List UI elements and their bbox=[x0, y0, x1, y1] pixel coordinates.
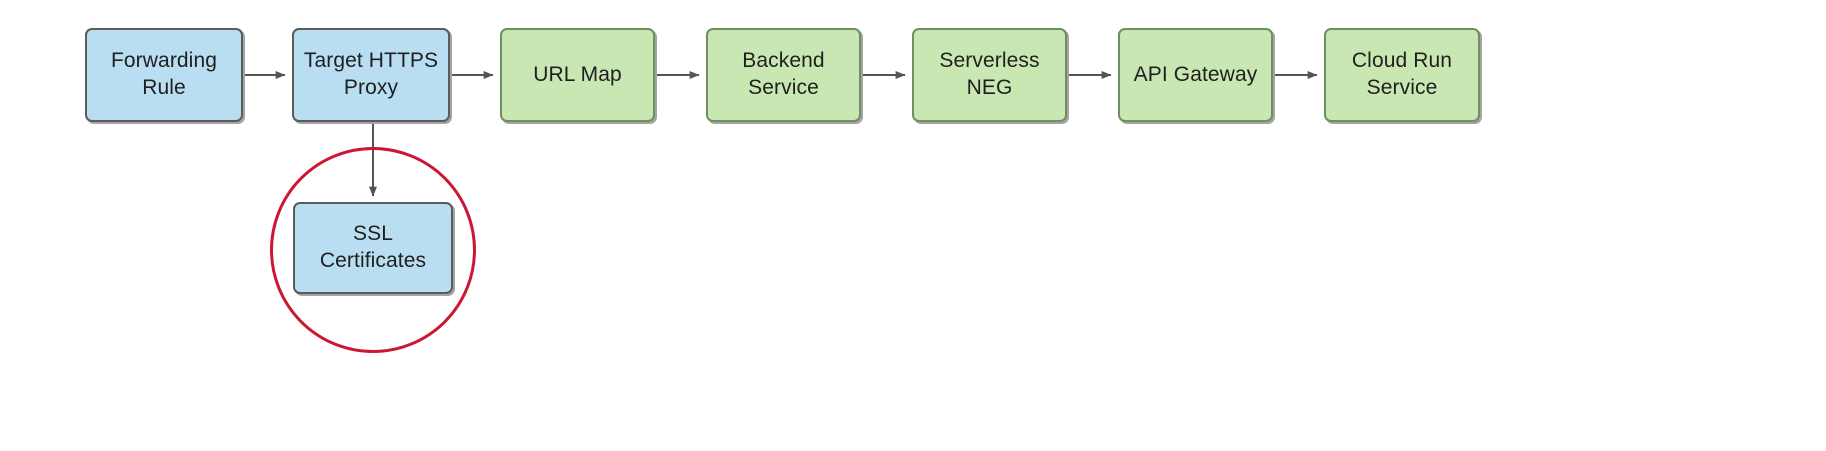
node-ssl-certificates[interactable]: SSL Certificates bbox=[293, 202, 453, 294]
node-label-forwarding-rule: Forwarding Rule bbox=[110, 49, 218, 99]
node-label-serverless-neg: Serverless NEG bbox=[939, 49, 1040, 99]
node-cloud-run-service[interactable]: Cloud Run Service bbox=[1324, 28, 1480, 122]
node-label-backend-service: Backend Service bbox=[742, 49, 825, 99]
node-label-cloud-run-service: Cloud Run Service bbox=[1351, 49, 1453, 99]
node-forwarding-rule[interactable]: Forwarding Rule bbox=[85, 28, 243, 122]
node-url-map[interactable]: URL Map bbox=[500, 28, 655, 122]
node-target-https-proxy[interactable]: Target HTTPS Proxy bbox=[292, 28, 450, 122]
node-backend-service[interactable]: Backend Service bbox=[706, 28, 861, 122]
node-api-gateway[interactable]: API Gateway bbox=[1118, 28, 1273, 122]
node-label-api-gateway: API Gateway bbox=[1133, 62, 1258, 86]
node-label-ssl-certificates: SSL Certificates bbox=[319, 222, 427, 272]
node-serverless-neg[interactable]: Serverless NEG bbox=[912, 28, 1067, 122]
node-label-url-map: URL Map bbox=[533, 62, 622, 86]
ssl-certificates-highlight-circle bbox=[270, 147, 476, 353]
node-label-target-https-proxy: Target HTTPS Proxy bbox=[303, 49, 439, 99]
